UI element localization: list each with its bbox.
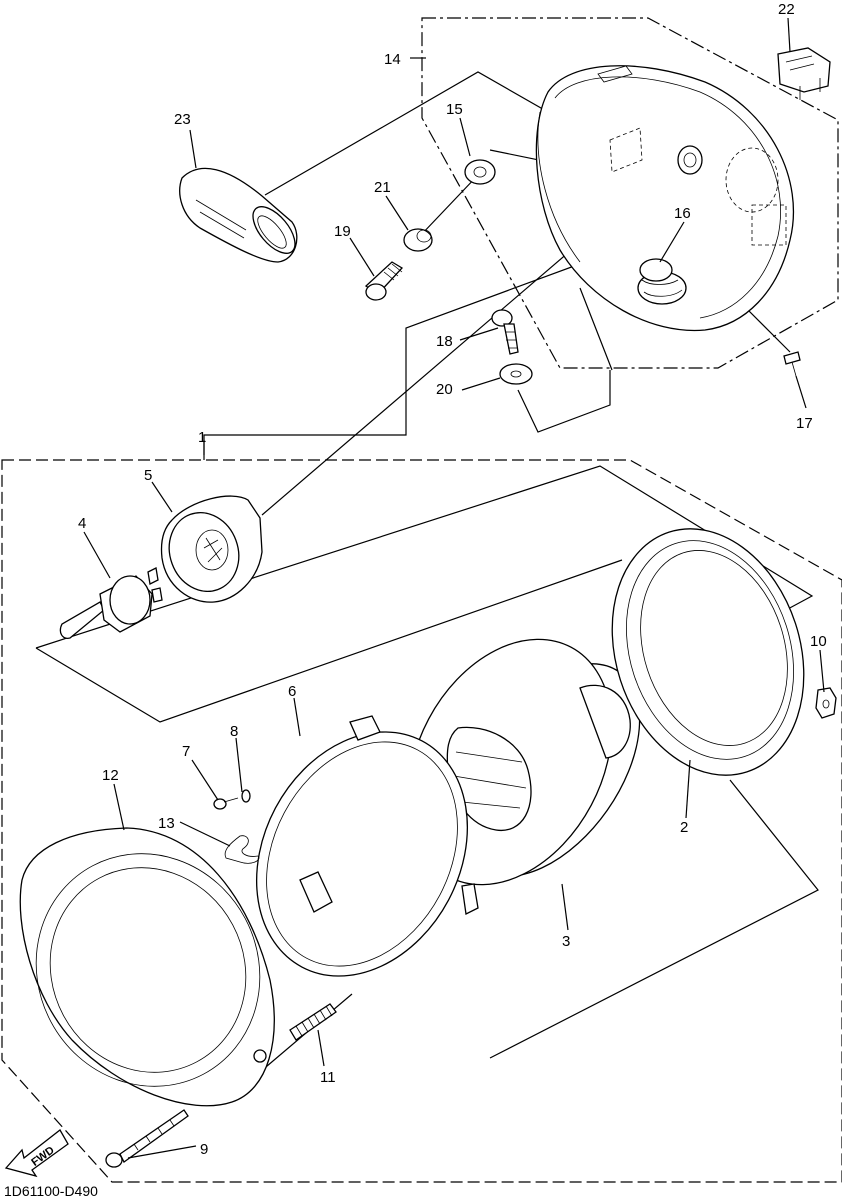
callout-10: 10 [810, 633, 827, 650]
callout-23: 23 [174, 111, 191, 128]
long-screw-9 [105, 1109, 189, 1168]
spring-11 [289, 1003, 337, 1041]
callout-16: 16 [674, 205, 691, 222]
callout-20: 20 [436, 381, 453, 398]
washer-8 [241, 789, 251, 803]
bulb-4 [59, 567, 163, 639]
callout-11: 11 [320, 1069, 336, 1086]
bolt-19 [364, 261, 404, 301]
headlight-rim-12 [19, 827, 275, 1107]
callout-8: 8 [230, 723, 238, 740]
rim-ring-2 [611, 528, 805, 776]
callout-18: 18 [436, 333, 453, 350]
callout-labels: 22 14 15 23 21 19 16 18 20 17 1 5 4 10 6… [78, 1, 827, 1158]
callout-21: 21 [374, 179, 391, 196]
callout-19: 19 [334, 223, 351, 240]
spring-clip-13 [224, 835, 260, 864]
callout-9: 9 [200, 1141, 208, 1158]
assembly-boundary-14 [421, 17, 839, 369]
screw-17 [783, 351, 801, 377]
callout-4: 4 [78, 515, 86, 532]
callout-15: 15 [446, 101, 463, 118]
screw-7 [213, 797, 239, 810]
assembly-boundary-1 [1, 459, 842, 1183]
callout-5: 5 [144, 467, 152, 484]
grommet-16 [637, 258, 687, 305]
washer-20 [499, 363, 533, 385]
callout-14: 14 [384, 51, 401, 68]
callout-13: 13 [158, 815, 175, 832]
callout-6: 6 [288, 683, 296, 700]
mounting-ring-6 [256, 715, 479, 977]
drawing-code: 1D61100-D490 [4, 1183, 98, 1199]
callout-17: 17 [796, 415, 813, 432]
headlight-housing-14 [535, 65, 795, 332]
clip-22 [777, 47, 831, 100]
collar-21 [403, 228, 433, 252]
reference-line-18-20 [517, 287, 613, 433]
forward-direction-arrow: FWD [4, 1129, 69, 1178]
boot-cover-23 [179, 167, 298, 263]
callout-2: 2 [680, 819, 688, 836]
callout-22: 22 [778, 1, 795, 18]
callout-leaders [83, 17, 825, 1159]
nut-10 [815, 687, 837, 719]
callout-1: 1 [198, 429, 206, 446]
callout-7: 7 [182, 743, 190, 760]
grommet-15 [464, 159, 496, 185]
reference-line-1 [203, 257, 597, 455]
bulb-socket-5 [160, 495, 263, 603]
callout-12: 12 [102, 767, 119, 784]
callout-3: 3 [562, 933, 570, 950]
bolt-18 [491, 309, 519, 355]
